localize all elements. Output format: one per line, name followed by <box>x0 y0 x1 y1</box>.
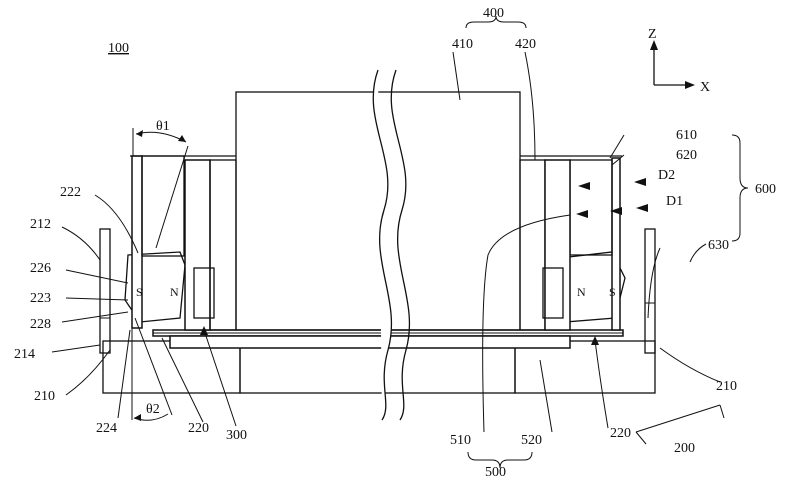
pole-n-right: N <box>577 285 586 299</box>
ref-620: 620 <box>676 148 697 163</box>
angle-theta1 <box>132 128 189 249</box>
ref-630: 630 <box>708 238 729 253</box>
ref-d1: D1 <box>666 194 683 209</box>
angle-theta2-label: θ2 <box>146 402 160 417</box>
ref-220-right: 220 <box>610 426 631 441</box>
ref-224: 224 <box>96 421 117 436</box>
angle-theta2 <box>131 317 173 421</box>
ref-210-left: 210 <box>34 389 55 404</box>
ref-main: 100 <box>108 41 129 56</box>
ref-210-right: 210 <box>716 379 737 394</box>
coil-right <box>542 267 564 319</box>
pole-s-left: S <box>136 285 143 299</box>
ref-410: 410 <box>452 37 473 52</box>
pole-n-left: N <box>170 285 179 299</box>
bracket-400 <box>465 15 527 29</box>
ref-212: 212 <box>30 217 51 232</box>
ref-d2: D2 <box>658 168 675 183</box>
ref-520: 520 <box>521 433 542 448</box>
holder-right <box>520 155 622 331</box>
coil-left <box>193 267 215 319</box>
ref-500: 500 <box>485 465 506 480</box>
ref-200: 200 <box>674 441 695 456</box>
ref-300: 300 <box>226 428 247 443</box>
ref-510: 510 <box>450 433 471 448</box>
ref-228: 228 <box>30 317 51 332</box>
ref-214: 214 <box>14 347 35 362</box>
ref-400: 400 <box>483 6 504 21</box>
ref-220-left: 220 <box>188 421 209 436</box>
axis-x-label: X <box>700 80 710 95</box>
angle-theta1-label: θ1 <box>156 119 170 134</box>
direction-arrows <box>576 178 648 218</box>
coil-frame-left <box>184 159 237 331</box>
ref-226: 226 <box>30 261 51 276</box>
coil-frame-right <box>519 159 571 331</box>
ref-420: 420 <box>515 37 536 52</box>
base-plate <box>102 340 656 394</box>
break-lines <box>372 69 411 421</box>
bracket-500 <box>467 451 533 469</box>
bracket-200 <box>635 404 725 445</box>
pole-s-right: S <box>609 285 616 299</box>
ref-600: 600 <box>755 182 776 197</box>
side-wall-left <box>99 228 111 354</box>
bracket-600 <box>731 134 749 242</box>
axis-indicator <box>650 40 695 89</box>
axis-z-label: Z <box>648 27 657 42</box>
ref-610: 610 <box>676 128 697 143</box>
holder-left <box>130 155 236 329</box>
ref-222: 222 <box>60 185 81 200</box>
leader-lines <box>51 51 721 433</box>
side-wall-right <box>644 228 656 354</box>
ref-223: 223 <box>30 291 51 306</box>
